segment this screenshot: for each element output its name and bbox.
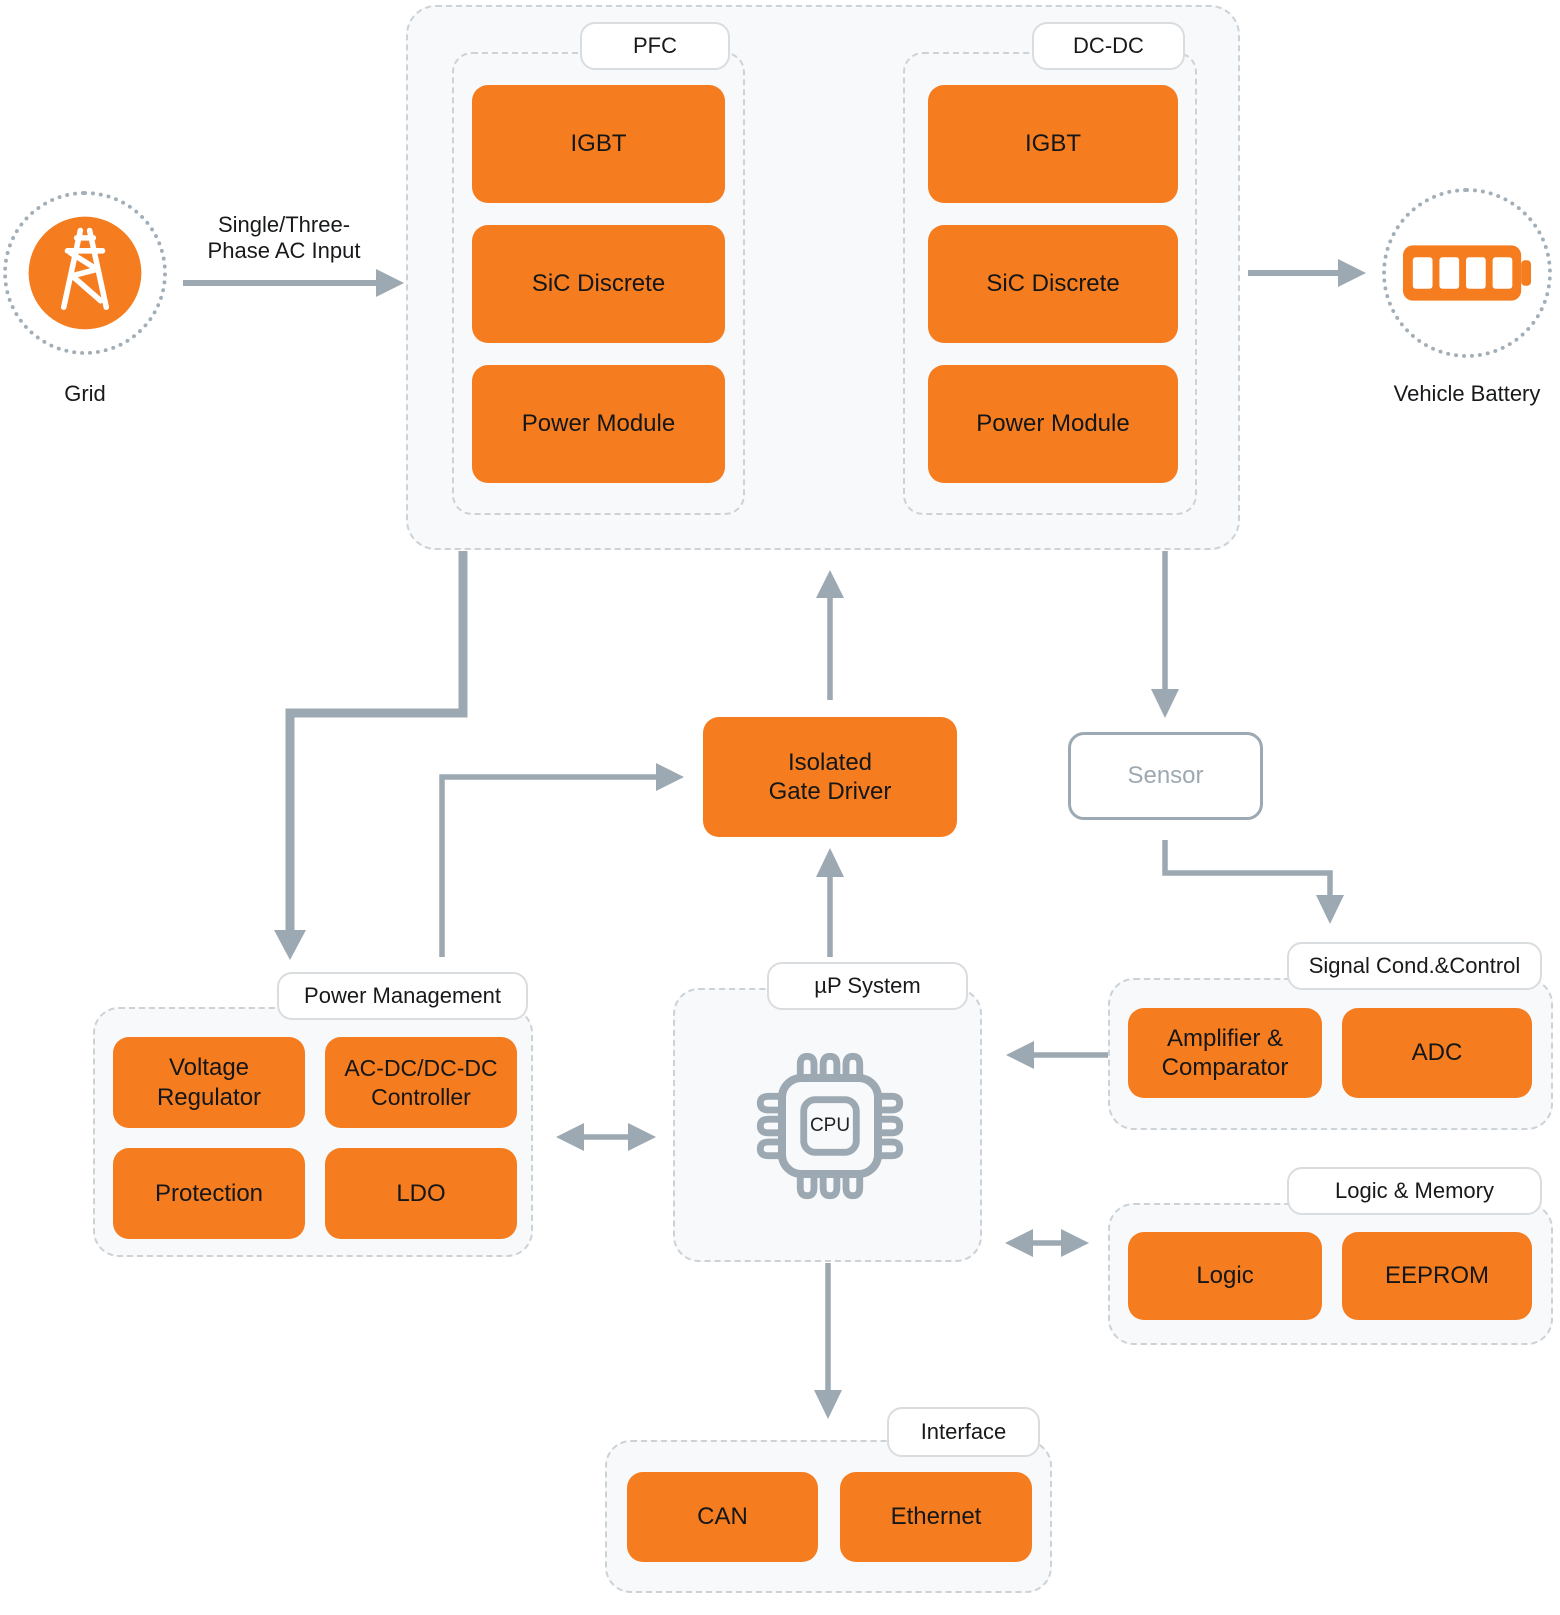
pfc-group-label: PFC — [580, 22, 730, 70]
arrow-signal-cond-to-up-system — [1006, 1041, 1108, 1069]
sensor-box: Sensor — [1068, 732, 1263, 820]
battery-dotted-ring — [1382, 188, 1552, 358]
dcdc-block-sic-discrete: SiC Discrete — [928, 225, 1178, 343]
battery-label: Vehicle Battery — [1393, 381, 1541, 406]
cpu-icon: CPU — [750, 1046, 910, 1206]
arrow-up-system-to-gate-driver — [816, 848, 844, 957]
ac-input-line2: Phase AC Input — [207, 237, 361, 263]
gate-driver-box: Isolated Gate Driver — [703, 717, 957, 837]
logic-block-eeprom: EEPROM — [1342, 1232, 1532, 1320]
cpu-label: CPU — [809, 1115, 851, 1136]
interface-block-can: CAN — [627, 1472, 818, 1562]
logic-memory-label: Logic & Memory — [1287, 1167, 1542, 1215]
arrow-power-management-to-gate-driver — [439, 763, 684, 957]
gate-driver-line1: Isolated — [787, 748, 873, 776]
pfc-label-text: PFC — [633, 33, 677, 58]
pm-block-protection: Protection — [113, 1148, 305, 1239]
grid-icon — [24, 212, 146, 334]
dcdc-block-igbt: IGBT — [928, 85, 1178, 203]
arrow-up-system-logic-memory-bidirectional — [1005, 1229, 1089, 1257]
power-management-label-text: Power Management — [304, 983, 501, 1008]
arrow-grid-to-charger — [183, 269, 404, 297]
up-system-label-text: µP System — [814, 973, 921, 998]
signal-block-amplifier-comparator: Amplifier & Comparator — [1128, 1008, 1322, 1098]
arrow-sensor-to-signal-cond — [1162, 840, 1344, 924]
pfc-block-sic-discrete: SiC Discrete — [472, 225, 725, 343]
sensor-label: Sensor — [1127, 762, 1204, 789]
interface-label-text: Interface — [920, 1419, 1007, 1444]
battery-icon — [1401, 243, 1533, 303]
signal-cond-label-text: Signal Cond.&Control — [1308, 953, 1521, 978]
arrow-up-system-to-interface — [814, 1263, 842, 1419]
dcdc-label-text: DC-DC — [1073, 33, 1144, 58]
ac-input-line1: Single/Three- — [217, 212, 351, 237]
pfc-block-power-module: Power Module — [472, 365, 725, 483]
pfc-block-igbt: IGBT — [472, 85, 725, 203]
grid-dotted-ring — [3, 191, 167, 355]
up-system-label: µP System — [767, 962, 968, 1010]
pm-block-voltage-regulator: Voltage Regulator — [113, 1037, 305, 1128]
arrow-charger-to-battery — [1248, 259, 1366, 287]
grid-label: Grid — [64, 381, 106, 406]
interface-label: Interface — [887, 1407, 1040, 1457]
dcdc-group-label: DC-DC — [1032, 22, 1185, 70]
up-system-group — [673, 988, 982, 1262]
ac-input-label: Single/Three- Phase AC Input — [198, 212, 370, 264]
signal-block-adc: ADC — [1342, 1008, 1532, 1098]
interface-block-ethernet: Ethernet — [840, 1472, 1032, 1562]
pm-block-acdc-dcdc-controller: AC-DC/DC-DC Controller — [325, 1037, 517, 1128]
pm-block-ldo: LDO — [325, 1148, 517, 1239]
logic-memory-label-text: Logic & Memory — [1335, 1178, 1494, 1203]
logic-block-logic: Logic — [1128, 1232, 1322, 1320]
arrow-gate-driver-to-charger — [816, 570, 844, 700]
dcdc-block-power-module: Power Module — [928, 365, 1178, 483]
gate-driver-line2: Gate Driver — [768, 778, 892, 805]
arrow-power-management-up-system-bidirectional — [556, 1123, 656, 1151]
arrow-charger-to-power-management — [274, 551, 468, 960]
arrow-charger-to-sensor — [1151, 551, 1179, 718]
signal-cond-label: Signal Cond.&Control — [1287, 942, 1542, 990]
power-management-label: Power Management — [277, 972, 528, 1020]
